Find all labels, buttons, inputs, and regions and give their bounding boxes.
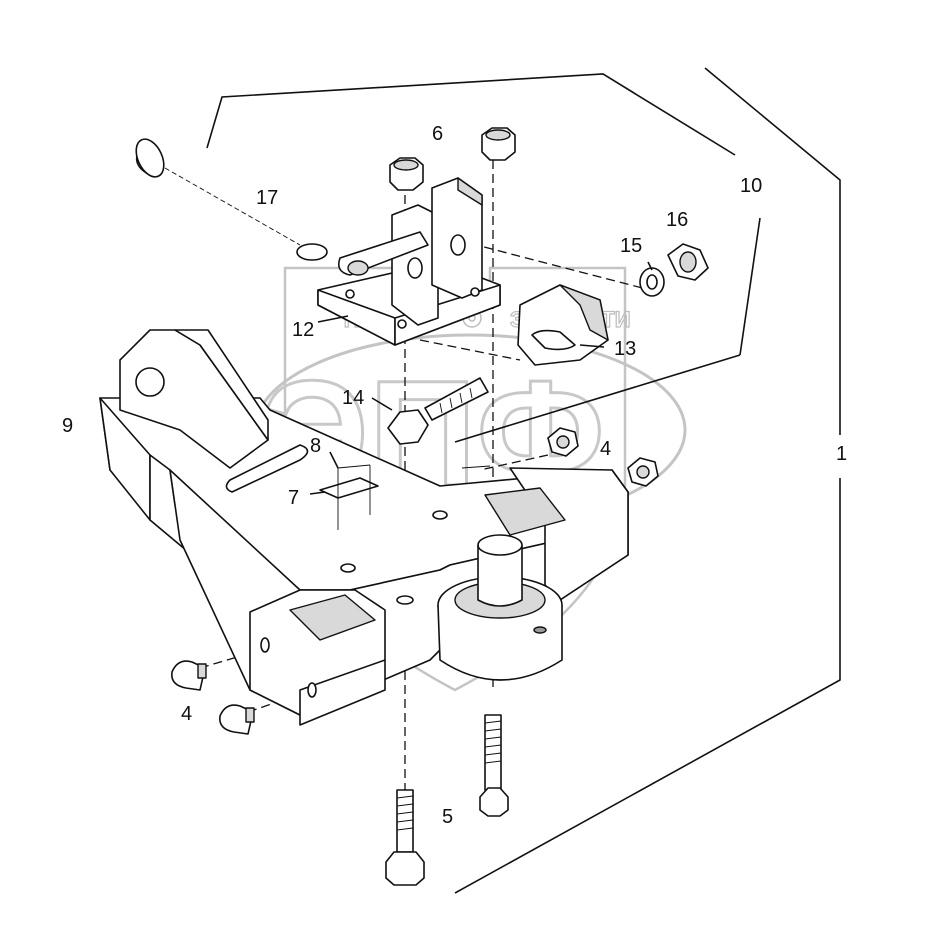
plug-left-bottom	[218, 704, 255, 735]
top-nut-left	[389, 157, 424, 191]
leader-10-b	[454, 354, 741, 443]
callout-6: 6	[432, 123, 443, 145]
callout-5: 5	[442, 806, 453, 828]
callout-10: 10	[740, 175, 762, 197]
plug-right-bottom	[627, 457, 659, 487]
axis-plug-right	[479, 454, 549, 471]
assembly-bracket-right-upper	[704, 67, 841, 435]
washer	[639, 267, 665, 297]
leader-10-tick	[461, 465, 491, 469]
callout-14: 14	[342, 387, 364, 409]
axis-bracket-link	[419, 339, 521, 361]
axis-horizontal-bolt	[429, 232, 651, 291]
top-nut-right	[481, 127, 516, 161]
lock-nut	[667, 243, 709, 281]
leader-8	[329, 451, 339, 469]
leader-15	[647, 261, 653, 271]
leader-13	[579, 344, 605, 348]
lynch-pin-chain	[135, 138, 429, 276]
hitch-pin	[437, 534, 563, 681]
callout-9: 9	[62, 415, 73, 437]
callout-4-left: 4	[181, 703, 192, 725]
callout-4-right: 4	[600, 438, 611, 460]
assembly-bracket-top	[206, 73, 736, 156]
assembly-bracket-right-lower	[454, 478, 841, 894]
leader-7	[309, 491, 326, 495]
callout-12: 12	[292, 319, 314, 341]
clevis-bracket	[317, 177, 501, 346]
hitch-body	[99, 329, 629, 726]
plug-right-top	[547, 427, 579, 457]
callout-15: 15	[620, 235, 642, 257]
plug-left-top	[170, 660, 207, 691]
vertical-bolt-right	[479, 714, 509, 817]
callout-7: 7	[288, 487, 299, 509]
horizontal-bolt	[387, 377, 489, 445]
callout-16: 16	[666, 209, 688, 231]
leader-12	[317, 315, 349, 323]
callout-13: 13	[614, 338, 636, 360]
callout-1: 1	[836, 443, 847, 465]
callout-8: 8	[310, 435, 321, 457]
callout-17: 17	[256, 187, 278, 209]
vertical-bolt-left	[385, 789, 425, 886]
leader-14	[371, 397, 393, 411]
leader-10-a	[739, 217, 761, 356]
